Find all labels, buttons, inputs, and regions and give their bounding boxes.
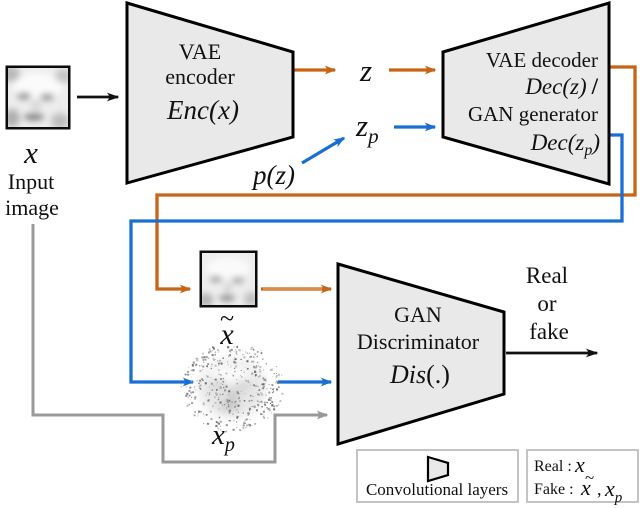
- output-word2: or: [537, 291, 557, 316]
- legend-fake-tilde: ~: [585, 468, 594, 487]
- wire-decoder-to-recon: [155, 65, 637, 294]
- conv-layer-icon: [426, 455, 450, 483]
- reconstructed-image: [199, 250, 258, 308]
- latent-prior-label: p(z): [251, 160, 295, 190]
- legend-conv-label: Convolutional layers: [366, 480, 508, 499]
- latent-z-label: z: [359, 53, 372, 88]
- input-math-label: x: [23, 135, 38, 170]
- output-label: Real or fake: [526, 263, 569, 344]
- legend-fake-x1: x: [580, 475, 591, 500]
- encoder-name-line2: encoder: [165, 64, 235, 89]
- legend-real-math: x: [574, 452, 585, 477]
- gan-discriminator-block: GAN Discriminator Dis(.): [336, 262, 506, 447]
- discriminator-line1: GAN: [394, 302, 442, 327]
- decoder-line4: Dec(zp): [530, 130, 600, 159]
- encoder-math: Enc(x): [166, 95, 239, 125]
- legend-fake-label: Fake :: [534, 481, 574, 498]
- discriminator-line2: Discriminator: [357, 329, 480, 354]
- legend-fake-x2: xp: [604, 476, 623, 506]
- latent-zp-label: zp: [355, 108, 379, 148]
- xp-noise-dots: [180, 345, 284, 433]
- encoder-name-line1: VAE: [179, 39, 221, 64]
- recon-math-label: x: [219, 318, 234, 351]
- legend-conv-layers: Convolutional layers: [356, 449, 519, 503]
- legend-real-fake: Real : x Fake : ~ x , xp: [526, 449, 639, 506]
- output-word3: fake: [529, 319, 569, 344]
- sampled-image-cloud: [180, 345, 284, 433]
- decoder-line2: Dec(z)/: [524, 74, 598, 99]
- input-caption-line1: Input: [8, 169, 54, 194]
- vae-encoder-block: VAE encoder Enc(x): [125, 0, 295, 185]
- legend-fake-comma: ,: [597, 479, 602, 499]
- decoder-line3: GAN generator: [468, 102, 598, 126]
- vae-decoder-gan-generator-block: VAE decoder Dec(z)/ GAN generator Dec(zp…: [441, 0, 611, 186]
- input-image: [5, 65, 71, 130]
- wire-input-to-discriminator: [31, 224, 329, 464]
- discriminator-line3: Dis(.): [389, 360, 450, 389]
- arrow-prior-to-zp: [301, 136, 346, 165]
- legend-real-label: Real :: [534, 458, 572, 475]
- sample-math-label: xp: [211, 419, 235, 456]
- wire-decoder-to-sample: [129, 133, 624, 387]
- input-caption-line2: image: [5, 195, 59, 220]
- recon-tilde: ~: [220, 304, 234, 333]
- decoder-line1: VAE decoder: [486, 48, 598, 72]
- output-word1: Real: [526, 263, 568, 288]
